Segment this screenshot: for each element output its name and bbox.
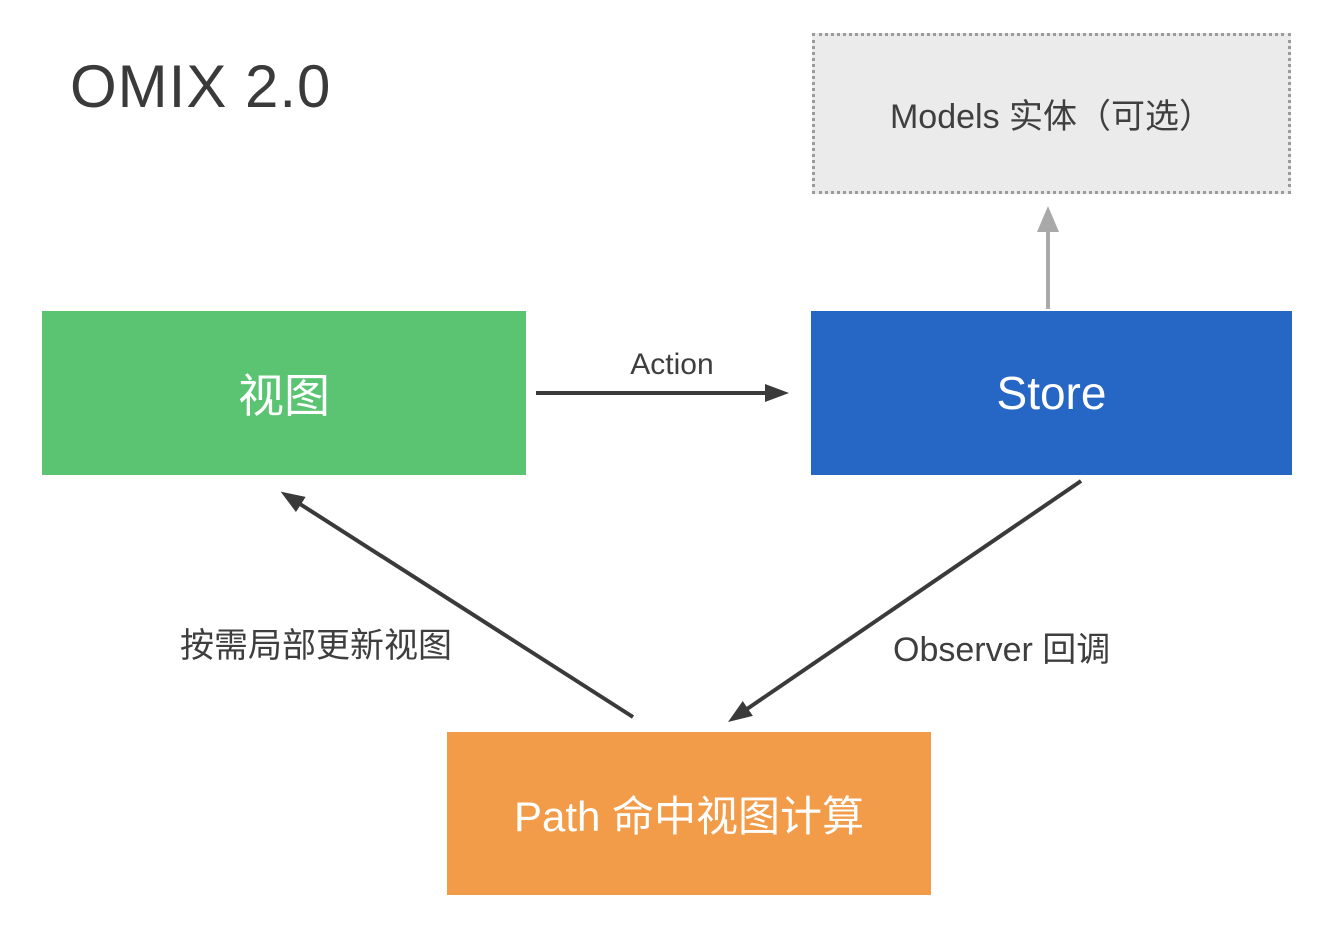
path-box: Path 命中视图计算 (447, 732, 931, 895)
action-arrow-label: Action (630, 348, 714, 381)
diagram-title: OMIX 2.0 (70, 53, 332, 120)
update-arrow-label: 按需局部更新视图 (180, 627, 452, 665)
view-box: 视图 (42, 311, 526, 475)
store-box-label: Store (996, 367, 1107, 419)
models-box-label: Models 实体（可选） (889, 98, 1214, 136)
path-box-label: Path 命中视图计算 (513, 793, 865, 840)
store-box: Store (811, 311, 1292, 475)
update-arrow (280, 491, 635, 719)
view-box-label: 视图 (238, 370, 330, 422)
observer-arrow-label: Observer 回调 (893, 631, 1111, 669)
models-box: Models 实体（可选） (812, 33, 1291, 194)
observer-arrow (728, 479, 1083, 722)
